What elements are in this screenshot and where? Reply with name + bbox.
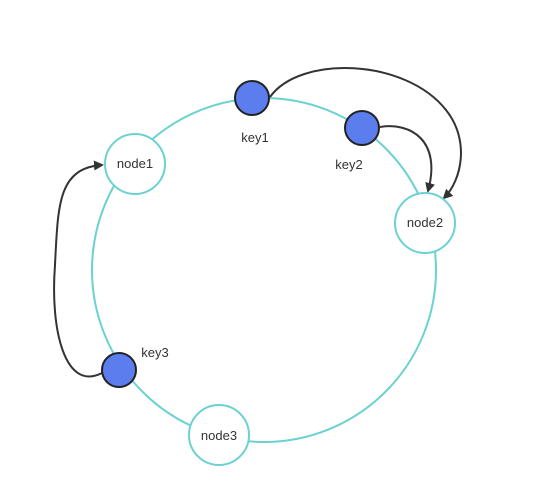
node-node1: node1 xyxy=(104,133,166,195)
node-node3: node3 xyxy=(188,404,250,466)
arrow-key1-to-node2 xyxy=(269,67,462,200)
key-key2: key2 xyxy=(335,110,380,172)
key-key3: key3 xyxy=(101,345,169,388)
node-node2: node2 xyxy=(394,192,456,254)
node-label: node2 xyxy=(407,215,443,230)
key-label: key2 xyxy=(335,157,362,172)
arrow-key2-to-node2 xyxy=(379,125,435,193)
arrow-key3-to-node1 xyxy=(53,160,104,378)
key-key1: key1 xyxy=(234,80,270,145)
key-label: key3 xyxy=(141,345,168,360)
key-label: key1 xyxy=(241,130,268,145)
node-label: node3 xyxy=(201,428,237,443)
node-label: node1 xyxy=(117,156,153,171)
